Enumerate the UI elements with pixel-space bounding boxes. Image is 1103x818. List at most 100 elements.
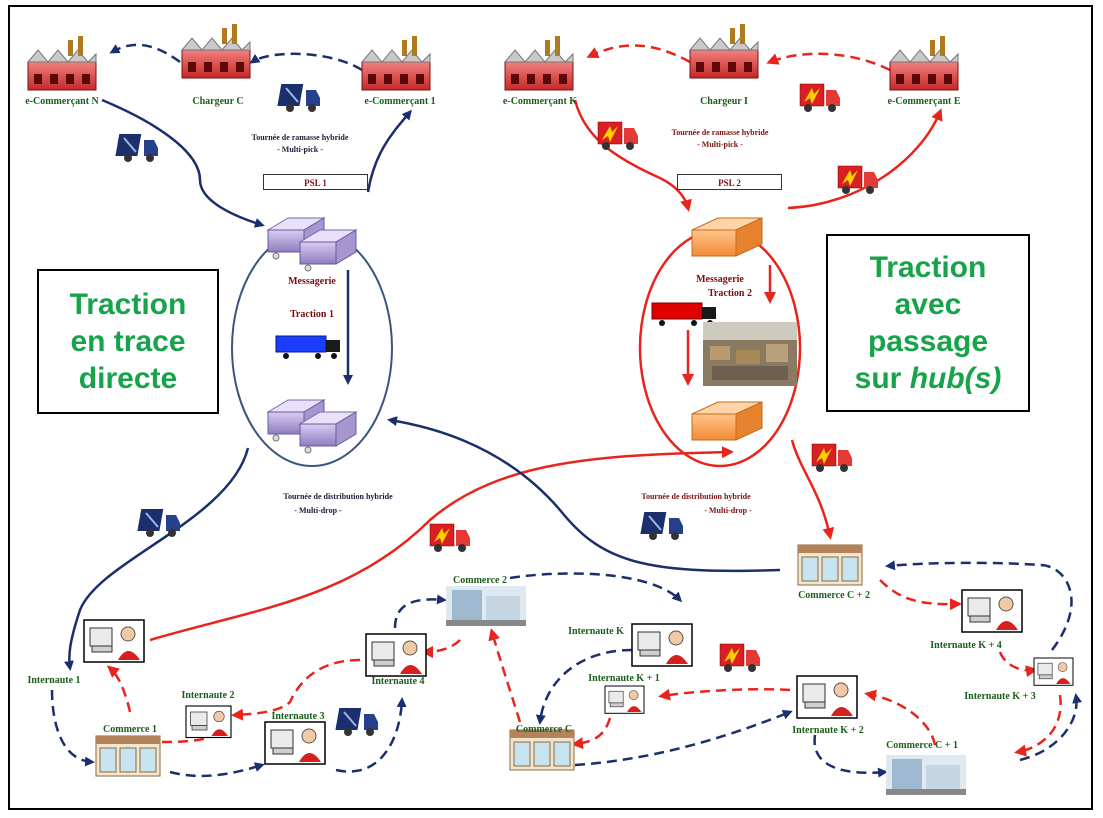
factory-icon — [504, 35, 574, 91]
shop-icon — [797, 544, 863, 586]
flow-ik2-ik1 — [658, 688, 791, 701]
warehouse-icon — [691, 217, 763, 257]
pickup-tour-sub-right: - Multi-pick - — [697, 140, 743, 149]
distribution-sub-right: - Multi-drop - — [704, 506, 752, 515]
flow-c2-i4 — [421, 639, 461, 658]
hub-right-messagerie: Messagerie — [696, 274, 744, 285]
box-right-line-1: Traction — [869, 251, 987, 284]
label-internaute-1: Internaute 1 — [27, 675, 81, 686]
flow-c1-i2 — [161, 722, 227, 744]
flow-ik3-c1 — [1014, 694, 1062, 757]
pickup-flow-2 — [109, 43, 181, 64]
flow-i3-i4 — [335, 697, 407, 773]
flow-cc-ik2 — [574, 709, 793, 767]
delivery-truck-icon — [136, 508, 181, 538]
box-left-line-2: en trace — [70, 325, 186, 358]
customer-icon — [365, 633, 427, 677]
label-ecommercant-k: e-Commerçant K — [502, 96, 578, 107]
traction-directe-box: Traction en trace directe — [37, 269, 219, 414]
express-truck-icon — [597, 121, 639, 151]
flow-ik1-cc — [571, 717, 612, 750]
delivery-truck-icon — [334, 707, 379, 737]
warehouse-icon — [267, 399, 357, 454]
pickup-flow-red-1 — [766, 52, 891, 72]
customer-icon — [604, 685, 645, 714]
flow-cc-c2 — [488, 628, 522, 723]
building-icon — [446, 586, 526, 626]
label-internaute-2: Internaute 2 — [181, 690, 235, 701]
traction-hub-box: Traction avec passage sur hub(s) — [826, 234, 1030, 412]
delivery-truck-icon — [114, 133, 159, 163]
sorting-hub-photo — [703, 322, 797, 386]
distribution-title-right: Tournée de distribution hybride — [641, 492, 751, 501]
delivery-truck-icon — [639, 511, 684, 541]
factory-icon — [889, 35, 959, 91]
pickup-tour-title-left: Tournée de ramasse hybride — [251, 133, 349, 142]
label-internaute-3: Internaute 3 — [271, 711, 325, 722]
flow-ik3-c2 — [885, 560, 1073, 651]
customer-icon — [1033, 657, 1074, 686]
factory-icon — [361, 35, 431, 91]
warehouse-icon — [267, 217, 357, 272]
flow-ik4-ik3 — [998, 651, 1038, 678]
hub-left-messagerie: Messagerie — [288, 276, 336, 287]
flow-c2-ik — [509, 572, 683, 603]
label-internaute-4: Internaute 4 — [371, 676, 425, 687]
express-truck-icon — [719, 643, 761, 673]
express-truck-icon — [799, 83, 841, 113]
flow-i4-c2 — [393, 594, 447, 629]
warehouse-icon — [691, 401, 763, 441]
label-chargeur-i: Chargeur I — [700, 96, 748, 107]
pickup-flow-red-2 — [586, 44, 691, 64]
flow-i1-c1 — [50, 689, 95, 767]
delivery-truck-icon — [276, 83, 321, 113]
label-internaute-k4: Internaute K + 4 — [930, 640, 1002, 651]
flow-c1-ik3 — [1019, 693, 1083, 762]
label-commerce-c: Commerce C — [515, 724, 573, 735]
factory-icon — [181, 23, 251, 79]
flow-ik2-c1 — [813, 734, 888, 778]
flow-c1-i3 — [169, 762, 265, 778]
box-right-line-3: passage — [867, 325, 989, 358]
flow-ik-cc — [535, 648, 633, 725]
customer-icon — [796, 675, 858, 719]
diagram-frame — [8, 5, 1093, 810]
label-chargeur-c: Chargeur C — [192, 96, 244, 107]
customer-icon — [631, 623, 693, 667]
flow-c1-i1 — [106, 665, 132, 713]
box-right-line-2: avec — [894, 288, 962, 321]
label-internaute-k: Internaute K — [568, 626, 624, 637]
customer-icon — [264, 721, 326, 765]
pickup-tour-title-right: Tournée de ramasse hybride — [671, 128, 769, 137]
factory-icon — [27, 35, 97, 91]
label-commerce-1: Commerce 1 — [103, 724, 157, 735]
pickup-flow-1 — [249, 52, 363, 72]
label-internaute-k2: Internaute K + 2 — [792, 725, 864, 736]
label-ecommercant-1: e-Commerçant 1 — [364, 96, 436, 107]
customer-icon — [83, 619, 145, 663]
express-truck-icon — [837, 165, 879, 195]
psl-1-badge: PSL 1 — [263, 174, 368, 190]
psl-2-badge: PSL 2 — [677, 174, 782, 190]
box-left-line-3: directe — [78, 362, 178, 395]
label-commerce-c1: Commerce C + 1 — [886, 740, 958, 751]
customer-icon — [961, 589, 1023, 633]
hub-right-traction: Traction 2 — [708, 288, 752, 299]
flow-i4-i2 — [231, 658, 361, 721]
distribution-sub-left: - Multi-drop - — [294, 506, 342, 515]
label-commerce-c2: Commerce C + 2 — [798, 590, 870, 601]
label-commerce-2: Commerce 2 — [453, 575, 507, 586]
semi-truck-icon — [275, 335, 340, 359]
semi-truck-icon — [651, 302, 716, 326]
express-truck-icon — [811, 443, 853, 473]
pickup-flow-to-hub-left — [101, 98, 265, 228]
label-ecommercant-e: e-Commerçant E — [887, 96, 961, 107]
shop-icon — [95, 735, 161, 777]
shop-icon — [509, 729, 575, 771]
pickup-flow-to-hub-right — [573, 99, 692, 212]
hub-left-traction: Traction 1 — [290, 309, 334, 320]
pickup-flow-from-hub-left — [366, 109, 412, 193]
distribution-flow-left — [63, 447, 250, 671]
